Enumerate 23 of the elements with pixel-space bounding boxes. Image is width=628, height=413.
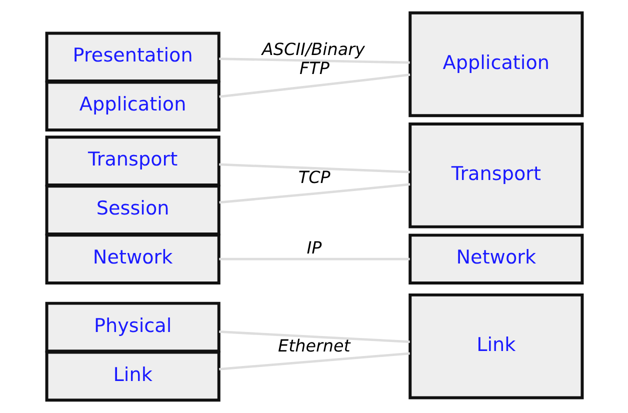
node-box: Link xyxy=(44,350,220,402)
node-box: Network xyxy=(44,234,220,284)
connector xyxy=(218,183,410,204)
connector xyxy=(218,352,410,370)
edge-label: TCP xyxy=(298,166,330,187)
edge-label: Ethernet xyxy=(278,335,350,356)
node-box: Network xyxy=(408,234,584,284)
node-box: Application xyxy=(44,80,220,132)
connector xyxy=(218,163,410,174)
node-box: Application xyxy=(408,11,584,118)
node-box: Transport xyxy=(44,136,220,186)
edge-label: ASCII/Binary xyxy=(261,38,364,59)
connector xyxy=(218,58,410,64)
node-box: Session xyxy=(44,184,220,236)
edge-label: FTP xyxy=(299,58,329,78)
connector xyxy=(218,258,410,260)
node-box: Physical xyxy=(44,302,220,353)
node-box: Transport xyxy=(408,122,584,228)
connector xyxy=(218,330,410,344)
connector xyxy=(218,74,410,98)
edge-label: IP xyxy=(306,237,322,258)
node-box: Presentation xyxy=(44,32,220,82)
node-box: Link xyxy=(408,293,584,400)
